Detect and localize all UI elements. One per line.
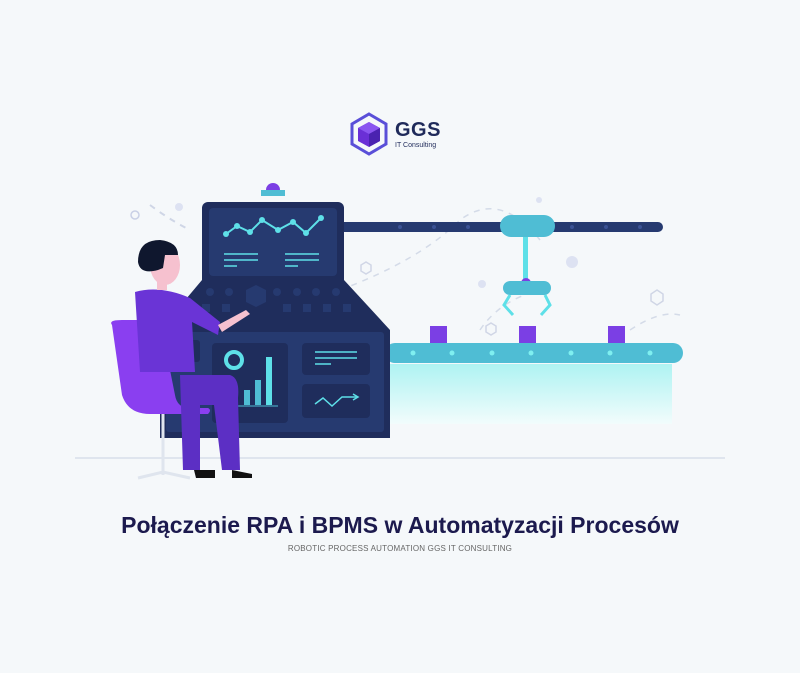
brand-logo: GGS IT Consulting: [349, 112, 441, 156]
conveyor-belt: [385, 343, 683, 363]
brand-tagline: IT Consulting: [395, 141, 437, 149]
conveyor-base: [390, 364, 672, 424]
hexagon-cube-logo-icon: [350, 112, 388, 156]
subheadline: ROBOTIC PROCESS AUTOMATION GGS IT CONSUL…: [287, 544, 513, 553]
donut-chart: [224, 350, 244, 370]
overhead-rail: [330, 222, 663, 232]
brand-name: GGS: [395, 118, 441, 141]
box: [519, 326, 536, 343]
headline: Połączenie RPA i BPMS w Automatyzacji Pr…: [121, 512, 679, 538]
box: [608, 326, 625, 343]
line-chart-screen: [209, 208, 337, 276]
automation-illustration: [75, 183, 725, 480]
person: [135, 240, 252, 478]
box: [430, 326, 447, 343]
robotic-arm: [500, 215, 555, 317]
